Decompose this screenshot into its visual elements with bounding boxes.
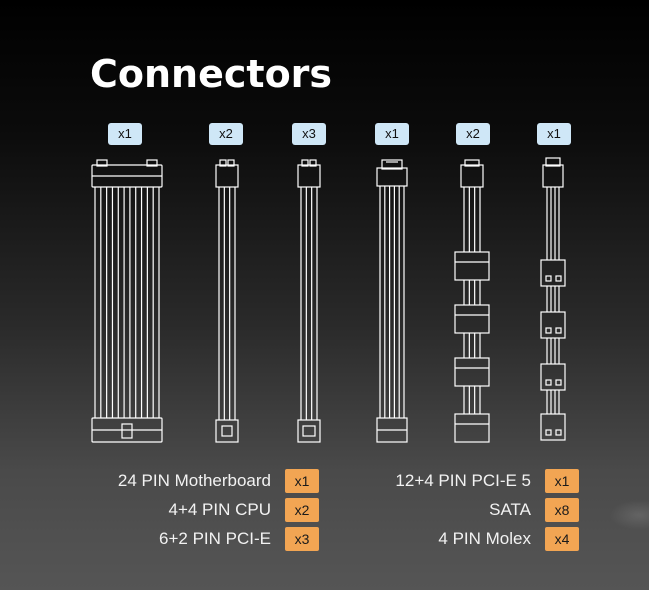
count-badge: x2 bbox=[285, 498, 319, 522]
background-glare bbox=[609, 500, 649, 530]
page-title: Connectors bbox=[90, 52, 333, 96]
connector bbox=[454, 413, 490, 443]
connector bbox=[454, 251, 490, 281]
legend-label: 4 PIN Molex bbox=[438, 529, 531, 548]
count-badge: x1 bbox=[545, 469, 579, 493]
qty-badge-sata: x2 bbox=[456, 123, 490, 145]
connector bbox=[454, 304, 490, 334]
legend-item-pcie: 6+2 PIN PCI-E x3 bbox=[84, 527, 319, 551]
molex-pin bbox=[545, 379, 552, 386]
cable-molex-icon bbox=[540, 157, 566, 441]
cable-24pin-motherboard-icon bbox=[91, 159, 163, 443]
legend-label: SATA bbox=[489, 500, 531, 519]
qty-badge-24pin: x1 bbox=[108, 123, 142, 145]
molex-pin bbox=[545, 429, 552, 436]
legend-item-pcie5: 12+4 PIN PCI-E 5 x1 bbox=[360, 469, 579, 493]
molex-pin bbox=[545, 327, 552, 334]
qty-badge-cpu: x2 bbox=[209, 123, 243, 145]
cable-cpu-icon bbox=[215, 159, 239, 443]
cable-pcie-icon bbox=[297, 159, 321, 443]
legend-label: 6+2 PIN PCI-E bbox=[159, 529, 271, 548]
cable-sata-icon bbox=[454, 159, 490, 443]
connector bbox=[454, 357, 490, 387]
qty-badge-pcie: x3 bbox=[292, 123, 326, 145]
qty-badge-pcie5: x1 bbox=[375, 123, 409, 145]
legend-label: 4+4 PIN CPU bbox=[168, 500, 271, 519]
count-badge: x1 bbox=[285, 469, 319, 493]
legend-item-24pin: 24 PIN Motherboard x1 bbox=[84, 469, 319, 493]
legend-item-cpu: 4+4 PIN CPU x2 bbox=[84, 498, 319, 522]
molex-pin bbox=[555, 379, 562, 386]
connector bbox=[540, 363, 566, 391]
molex-pin bbox=[555, 275, 562, 282]
molex-pin bbox=[545, 275, 552, 282]
count-badge: x3 bbox=[285, 527, 319, 551]
connector bbox=[540, 259, 566, 287]
molex-pin bbox=[555, 327, 562, 334]
connector bbox=[540, 413, 566, 441]
legend-label: 12+4 PIN PCI-E 5 bbox=[395, 471, 531, 490]
cable-pcie5-icon bbox=[376, 159, 408, 443]
legend-label: 24 PIN Motherboard bbox=[117, 471, 271, 490]
molex-pin bbox=[555, 429, 562, 436]
qty-badge-molex: x1 bbox=[537, 123, 571, 145]
connector bbox=[540, 311, 566, 339]
legend-item-sata: SATA x8 bbox=[360, 498, 579, 522]
count-badge: x8 bbox=[545, 498, 579, 522]
cable-illustrations bbox=[0, 0, 649, 460]
count-badge: x4 bbox=[545, 527, 579, 551]
legend-item-molex: 4 PIN Molex x4 bbox=[360, 527, 579, 551]
